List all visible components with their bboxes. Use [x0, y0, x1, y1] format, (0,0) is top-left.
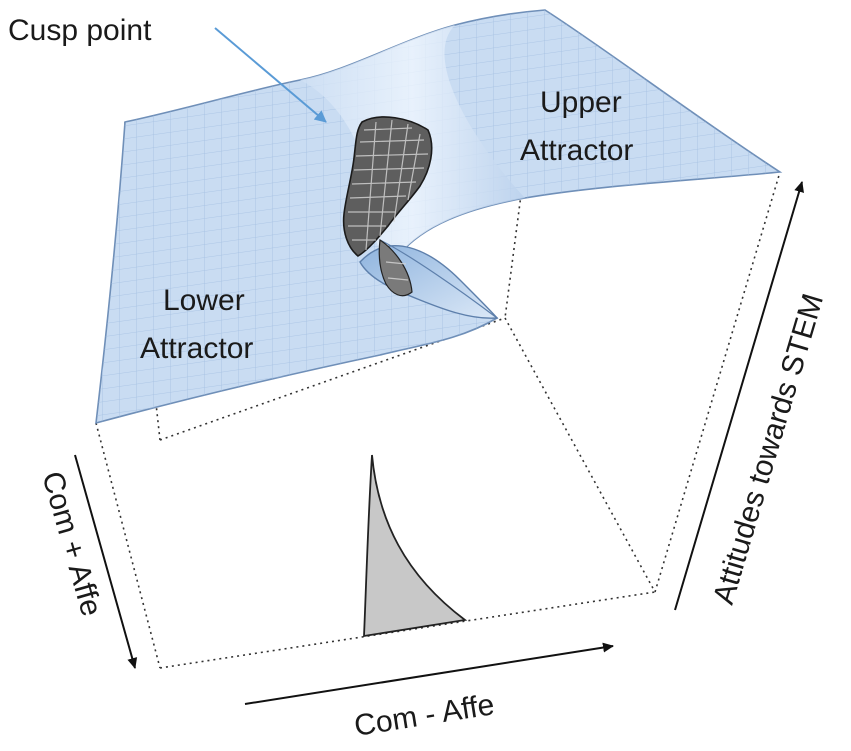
z-axis-label: Com + Affe: [35, 468, 108, 620]
box-edge-front-right: [654, 171, 781, 593]
lower-attractor-label-2: Attractor: [140, 332, 253, 365]
box-edge-inner-right: [504, 317, 656, 593]
box-edge-front-left: [95, 422, 161, 669]
bifurcation-set: [363, 454, 468, 638]
x-axis-arrow: [244, 642, 614, 705]
lower-attractor-label-1: Lower: [163, 284, 245, 317]
cusp-point-label: Cusp point: [8, 14, 152, 47]
upper-attractor-label-2: Attractor: [520, 134, 633, 167]
box-edge-back-bottom: [159, 317, 506, 441]
z-axis-arrow: [74, 454, 138, 669]
box-edge-back-right: [504, 9, 546, 319]
data-cloud: [342, 116, 433, 297]
upper-attractor-label-1: Upper: [540, 86, 622, 119]
cusp-pointer-arrow: [214, 27, 327, 123]
y-axis-label: Attitudes towards STEM: [707, 290, 830, 608]
bounding-box: [95, 9, 781, 669]
fold-edge: [379, 239, 498, 319]
y-axis-arrow: [674, 181, 804, 611]
x-axis-label: Com - Affe: [352, 688, 497, 743]
